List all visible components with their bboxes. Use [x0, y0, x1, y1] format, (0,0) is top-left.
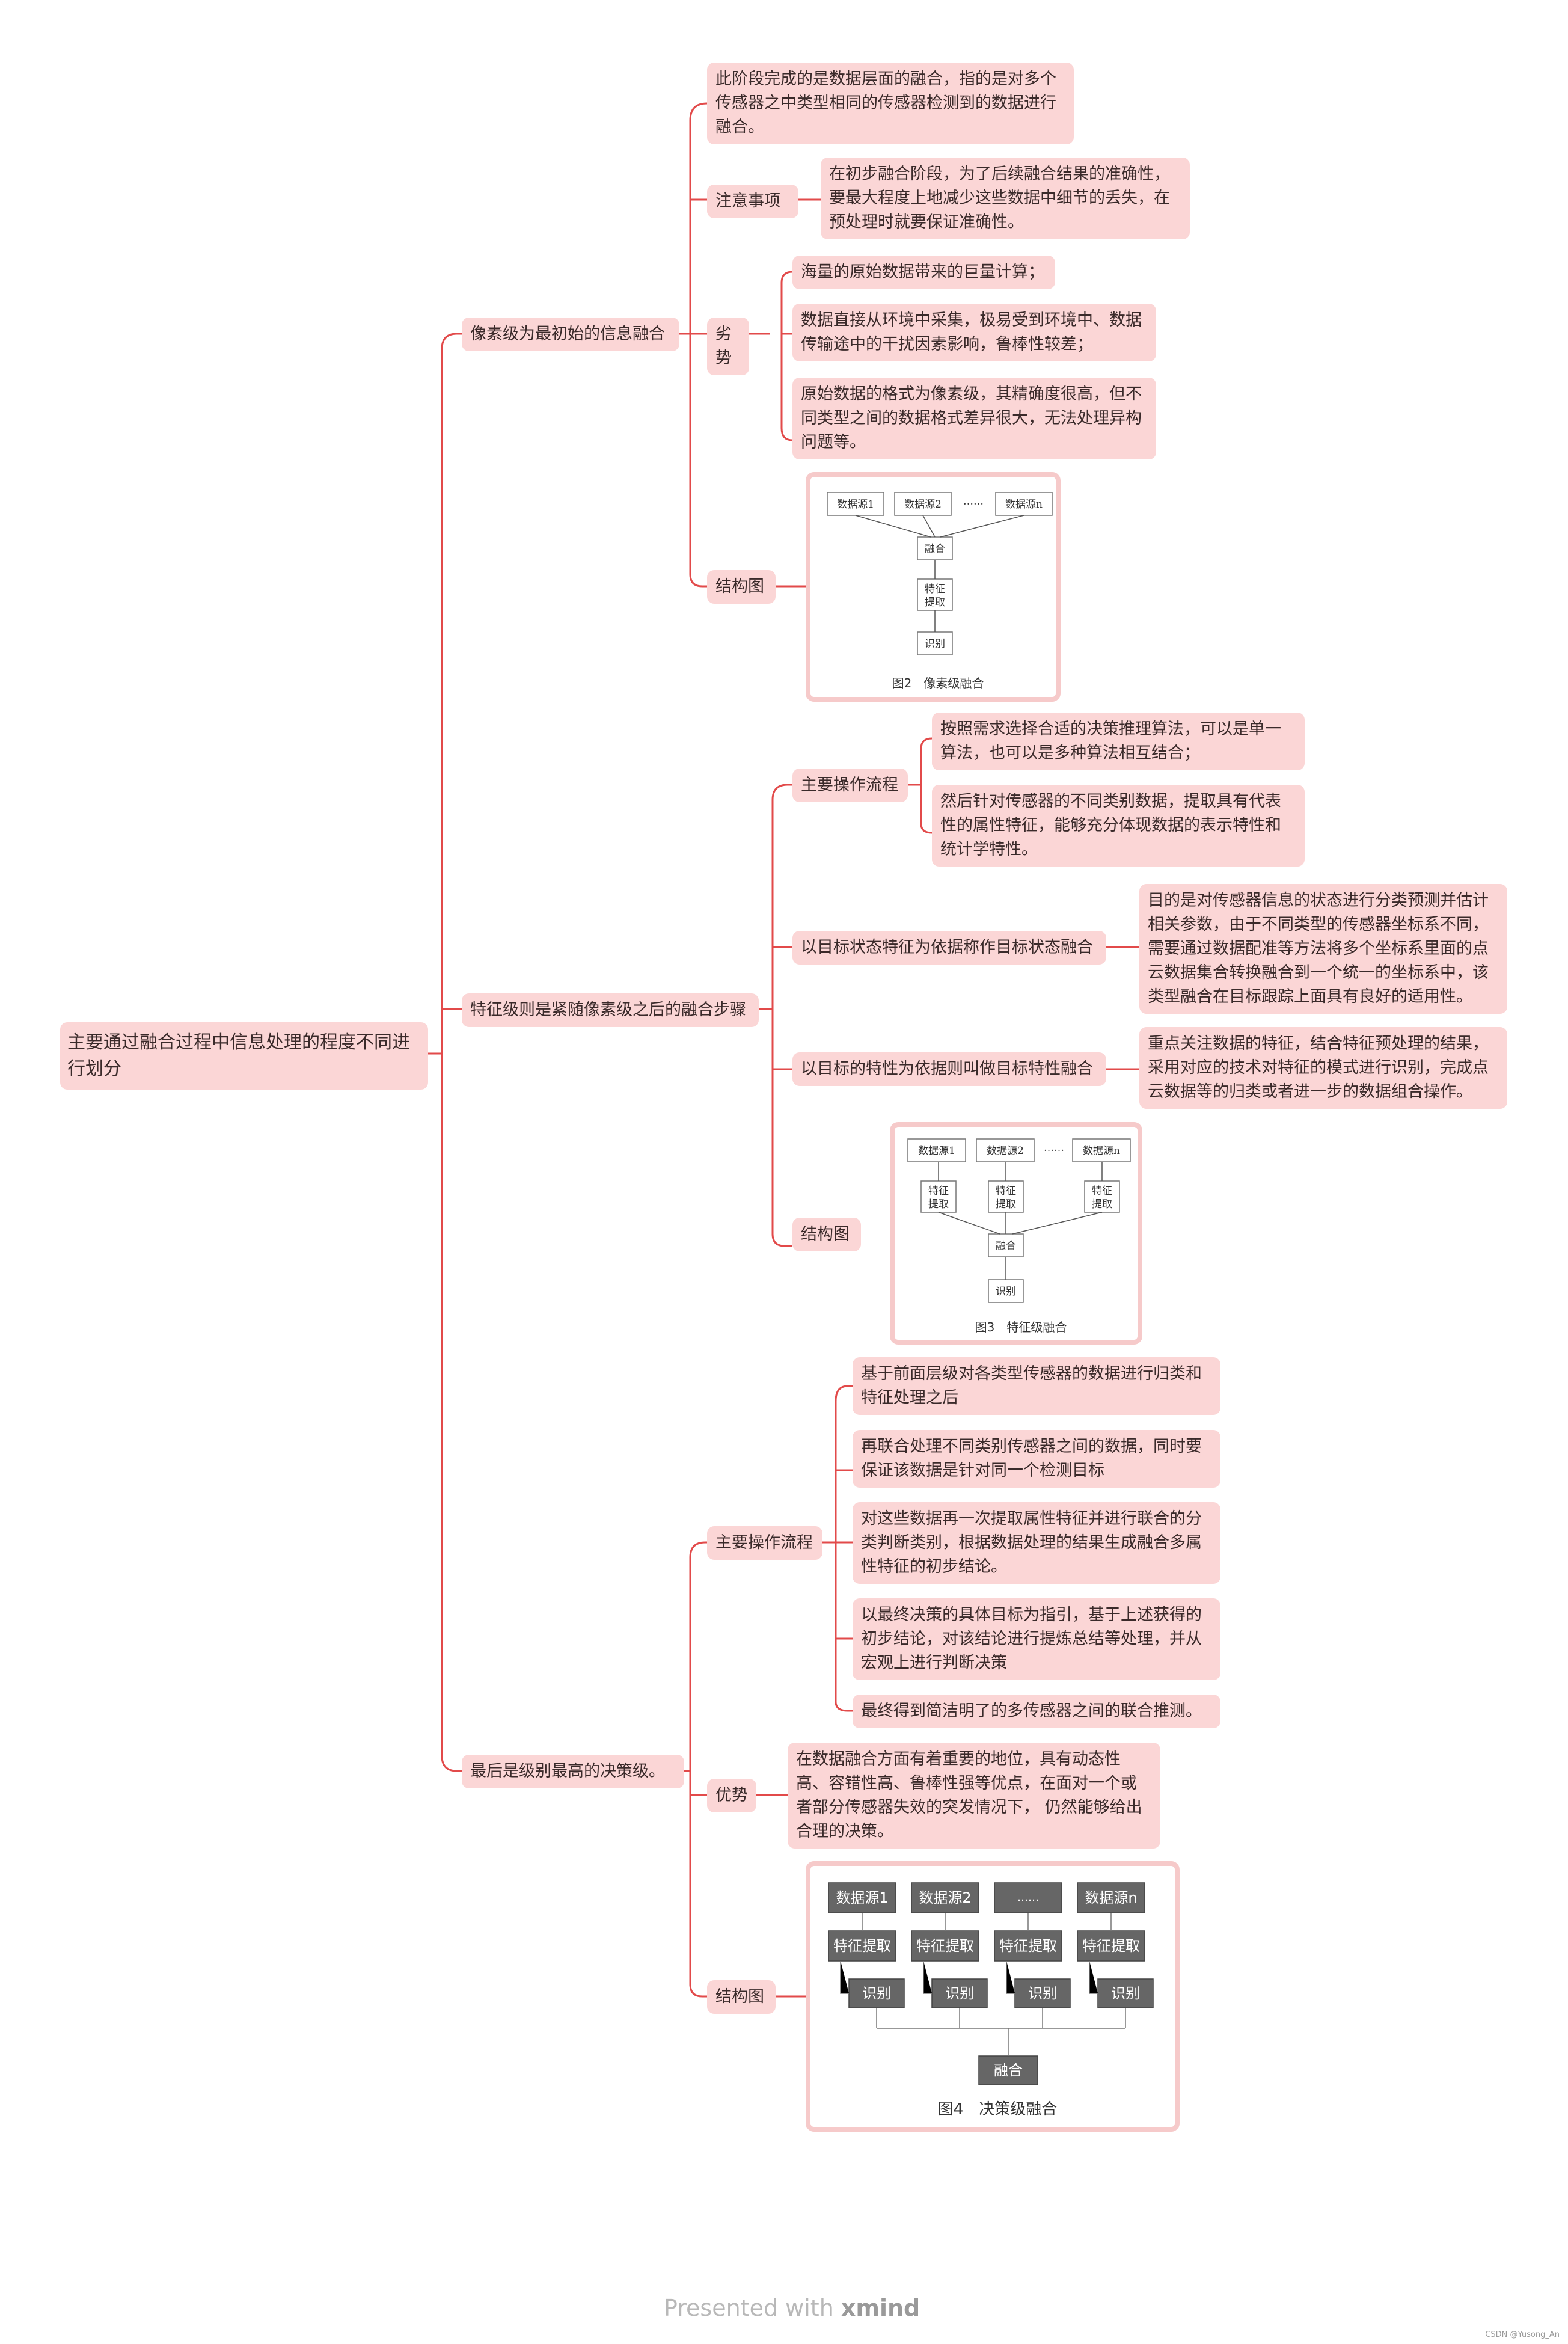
pixel-fig-caption: 图2 像素级融合 [892, 676, 984, 690]
xmind-logo: xmind [841, 2295, 920, 2321]
decision-fig-recognize: 识别 [862, 1985, 891, 2002]
feature-fig-extract-1: 特征 [928, 1185, 949, 1197]
decision-flow-item[interactable]: 再联合处理不同类别传感器之间的数据，同时要保证该数据是针对同一个检测目标 [853, 1430, 1220, 1488]
pixel-cons-item[interactable]: 原始数据的格式为像素级，其精确度很高，但不同类型之间的数据格式差异很大，无法处理… [792, 378, 1156, 459]
pixel-desc-node[interactable]: 此阶段完成的是数据层面的融合，指的是对多个传感器之中类型相同的传感器检测到的数据… [707, 63, 1074, 144]
feature-fig-extract-1: 特征 [1092, 1185, 1112, 1197]
root-node[interactable]: 主要通过融合过程中信息处理的程度不同进行划分 [60, 1022, 428, 1090]
credit-text: CSDN @Yusong_An [1485, 2330, 1560, 2339]
feature-structure-figure: 数据源1 数据源2 …… 数据源n 特征 提取 特征 提取 特征 提取 融合 识… [890, 1122, 1142, 1345]
decision-fig-caption: 图4 决策级融合 [938, 2100, 1058, 2118]
pixel-fig-fuse: 融合 [925, 543, 945, 555]
decision-fig-ellipsis: …… [1017, 1891, 1039, 1904]
decision-adv-label[interactable]: 优势 [707, 1779, 756, 1812]
footer-watermark: Presented with xmind [664, 2295, 920, 2321]
decision-fig-source: 数据源2 [919, 1889, 971, 1906]
decision-flow-item[interactable]: 基于前面层级对各类型传感器的数据进行归类和特征处理之后 [853, 1357, 1220, 1415]
feature-fig-extract-1: 特征 [996, 1185, 1016, 1197]
footer-prefix: Presented with [664, 2295, 841, 2321]
pixel-fig-source: 数据源n [1005, 499, 1043, 511]
decision-flow-item[interactable]: 以最终决策的具体目标为指引，基于上述获得的初步结论，对该结论进行提炼总结等处理，… [853, 1598, 1220, 1680]
pixel-cons-item[interactable]: 数据直接从环境中采集，极易受到环境中、数据传输途中的干扰因素影响，鲁棒性较差； [792, 304, 1156, 361]
decision-fig-recognize: 识别 [945, 1985, 974, 2002]
decision-fig-extract: 特征提取 [1082, 1937, 1140, 1954]
feature-fig-extract-2: 提取 [1092, 1198, 1112, 1210]
feature-fig-source: 数据源2 [987, 1145, 1024, 1157]
decision-fig-fuse: 融合 [994, 2062, 1023, 2079]
decision-structure-figure: 数据源1 数据源2 …… 数据源n 特征提取 特征提取 特征提取 特征提取 识别… [806, 1861, 1180, 2132]
feature-flow-item[interactable]: 按照需求选择合适的决策推理算法，可以是单一算法，也可以是多种算法相互结合； [932, 713, 1305, 770]
decision-fig-extract: 特征提取 [916, 1937, 974, 1954]
decision-fig-extract: 特征提取 [999, 1937, 1057, 1954]
pixel-cons-label[interactable]: 劣势 [707, 318, 749, 375]
pixel-fig-recognize: 识别 [925, 638, 945, 650]
feature-fig-extract-2: 提取 [996, 1198, 1016, 1210]
pixel-fig-ellipsis: …… [963, 495, 984, 508]
decision-fig-extract: 特征提取 [833, 1937, 891, 1954]
decision-flow-item[interactable]: 对这些数据再一次提取属性特征并进行联合的分类判断类别，根据数据处理的结果生成融合… [853, 1502, 1220, 1584]
feature-fig-recognize: 识别 [996, 1286, 1016, 1298]
feature-state-label[interactable]: 以目标状态特征为依据称作目标状态融合 [792, 931, 1106, 965]
feature-fig-fuse: 融合 [996, 1240, 1016, 1252]
feature-fig-ellipsis: …… [1044, 1142, 1064, 1154]
feature-struct-label[interactable]: 结构图 [792, 1218, 861, 1251]
feature-char-label[interactable]: 以目标的特性为依据则叫做目标特性融合 [792, 1052, 1106, 1086]
decision-level-node[interactable]: 最后是级别最高的决策级。 [462, 1755, 684, 1788]
feature-fig-source: 数据源n [1083, 1145, 1120, 1157]
decision-struct-label[interactable]: 结构图 [707, 1980, 776, 2014]
feature-fig-extract-2: 提取 [928, 1198, 949, 1210]
decision-fig-source: 数据源1 [836, 1889, 888, 1906]
feature-flow-item[interactable]: 然后针对传感器的不同类别数据，提取具有代表性的属性特征，能够充分体现数据的表示特… [932, 785, 1305, 867]
decision-adv-node[interactable]: 在数据融合方面有着重要的地位，具有动态性高、容错性高、鲁棒性强等优点，在面对一个… [788, 1743, 1160, 1849]
pixel-fig-source: 数据源2 [904, 499, 942, 511]
feature-fig-caption: 图3 特征级融合 [975, 1320, 1067, 1334]
feature-state-node[interactable]: 目的是对传感器信息的状态进行分类预测并估计相关参数，由于不同类型的传感器坐标系不… [1139, 884, 1507, 1014]
pixel-fig-source: 数据源1 [837, 499, 874, 511]
decision-fig-recognize: 识别 [1111, 1985, 1140, 2002]
pixel-cons-item[interactable]: 海量的原始数据带来的巨量计算； [792, 256, 1055, 289]
pixel-note-node[interactable]: 在初步融合阶段，为了后续融合结果的准确性，要最大程度上地减少这些数据中细节的丢失… [821, 158, 1190, 239]
decision-fig-recognize: 识别 [1028, 1985, 1057, 2002]
pixel-level-node[interactable]: 像素级为最初始的信息融合 [462, 318, 679, 351]
feature-flow-label[interactable]: 主要操作流程 [792, 769, 908, 802]
pixel-note-label[interactable]: 注意事项 [707, 185, 798, 218]
pixel-structure-figure: 数据源1 数据源2 …… 数据源n 融合 特征 提取 识别 图2 像素级融合 [806, 472, 1061, 702]
feature-level-node[interactable]: 特征级则是紧随像素级之后的融合步骤 [462, 993, 759, 1027]
pixel-fig-extract-2: 提取 [925, 597, 945, 609]
feature-fig-source: 数据源1 [918, 1145, 955, 1157]
pixel-struct-label[interactable]: 结构图 [707, 570, 776, 604]
decision-fig-source: 数据源n [1085, 1889, 1137, 1906]
pixel-fig-extract-1: 特征 [925, 583, 945, 595]
feature-char-node[interactable]: 重点关注数据的特征，结合特征预处理的结果，采用对应的技术对特征的模式进行识别，完… [1139, 1027, 1507, 1109]
decision-flow-item[interactable]: 最终得到简洁明了的多传感器之间的联合推测。 [853, 1695, 1220, 1728]
decision-flow-label[interactable]: 主要操作流程 [707, 1526, 822, 1560]
